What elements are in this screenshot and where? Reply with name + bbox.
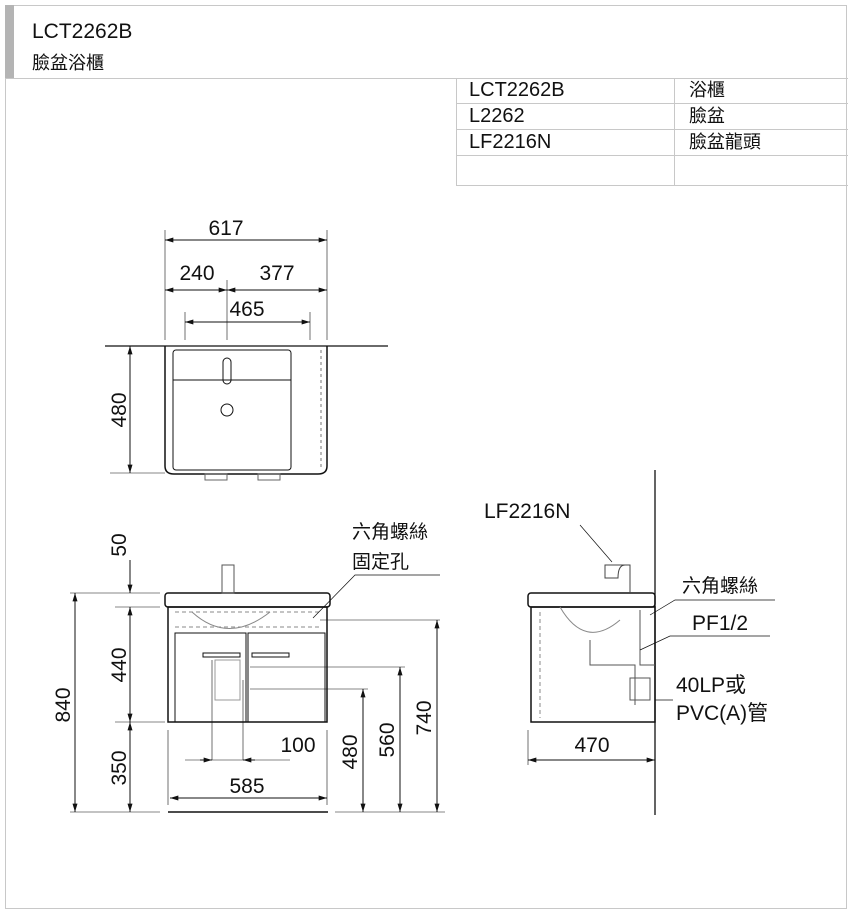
dim-480-depth: 480 — [108, 392, 131, 427]
dim-100: 100 — [280, 734, 315, 757]
dim-465: 465 — [229, 298, 264, 321]
part-code: LCT2262B — [456, 78, 675, 104]
dim-480: 480 — [339, 734, 362, 769]
fixing-hole-label: 固定孔 — [352, 551, 409, 573]
front-view — [70, 560, 445, 813]
screw-label: 六角螺絲 — [352, 521, 428, 543]
top-view — [105, 230, 388, 481]
part-name: 浴櫃 — [673, 78, 848, 104]
dim-470: 470 — [574, 734, 609, 757]
drain-label-1: 40LP或 — [676, 674, 746, 697]
dimension-labels: 617 240 377 465 480 50 440 840 350 585 1… — [52, 217, 768, 798]
dim-50: 50 — [108, 533, 131, 556]
part-code: LF2216N — [456, 129, 675, 156]
dim-740: 740 — [413, 700, 436, 735]
supply-label: PF1/2 — [692, 612, 748, 635]
product-code: LCT2262B — [32, 20, 133, 43]
dim-377: 377 — [259, 262, 294, 285]
dim-617: 617 — [208, 217, 243, 240]
dim-560: 560 — [376, 722, 399, 757]
part-name: 臉盆龍頭 — [673, 129, 848, 156]
side-screw-label: 六角螺絲 — [682, 575, 758, 597]
header: LCT2262B 臉盆浴櫃 — [5, 5, 848, 79]
dim-240: 240 — [179, 262, 214, 285]
part-code: L2262 — [456, 103, 675, 130]
part-name: 臉盆 — [673, 103, 848, 130]
dim-840: 840 — [52, 687, 75, 722]
table-row — [456, 155, 848, 186]
dim-585: 585 — [229, 775, 264, 798]
drain-label-2: PVC(A)管 — [676, 702, 768, 725]
dim-350: 350 — [108, 750, 131, 785]
drawing-frame — [5, 5, 847, 909]
product-name: 臉盆浴櫃 — [32, 53, 104, 74]
dim-440: 440 — [108, 647, 131, 682]
faucet-model-label: LF2216N — [484, 500, 570, 523]
header-strip — [5, 5, 14, 78]
part-code — [456, 155, 675, 186]
part-name — [673, 155, 848, 186]
side-view — [527, 470, 775, 815]
